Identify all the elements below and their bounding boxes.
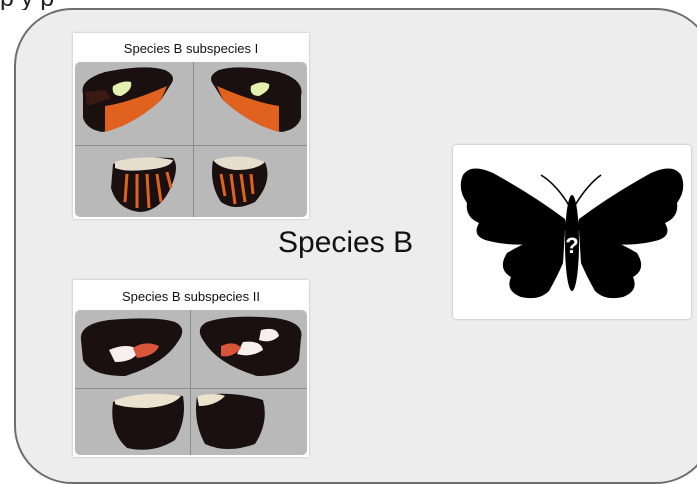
- subspecies-1-left-forewing: [82, 67, 173, 132]
- subspecies-2-right-forewing: [200, 317, 302, 376]
- question-mark-icon: ?: [565, 233, 578, 258]
- subspecies-2-wing-photo: [75, 310, 307, 455]
- subspecies-2-left-hindwing: [112, 394, 184, 450]
- subspecies-1-title: Species B subspecies I: [73, 41, 309, 56]
- butterfly-silhouette-icon: ?: [453, 145, 691, 319]
- subspecies-1-right-hindwing: [212, 156, 267, 207]
- species-b-label: Species B: [278, 226, 413, 260]
- subspecies-1-right-forewing: [211, 67, 302, 132]
- unknown-butterfly-card: ?: [453, 145, 691, 319]
- subspecies-2-left-forewing: [81, 318, 182, 376]
- subspecies-2-title: Species B subspecies II: [73, 289, 309, 304]
- subspecies-1-left-hindwing: [111, 157, 176, 212]
- subspecies-1-card: Species B subspecies I: [73, 33, 309, 219]
- subspecies-1-wing-photo: [75, 62, 307, 217]
- subspecies-2-right-hindwing: [196, 394, 265, 449]
- subspecies-2-card: Species B subspecies II: [73, 280, 309, 457]
